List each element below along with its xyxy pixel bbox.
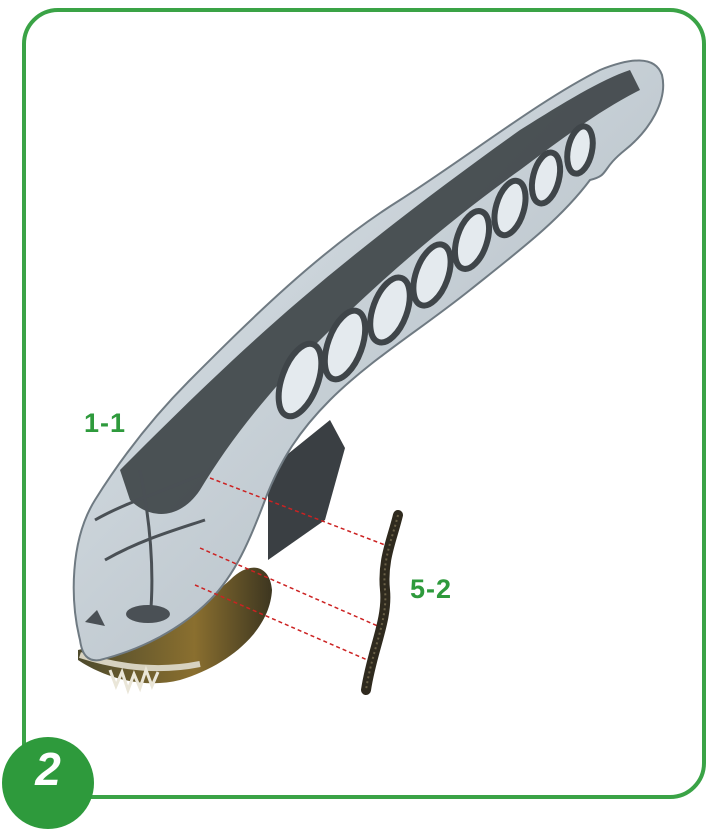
- tail-piece: [366, 515, 398, 690]
- step-number: 2: [28, 742, 68, 796]
- part-label-body: 1-1: [84, 408, 126, 439]
- part-label-tail: 5-2: [410, 574, 452, 605]
- model-illustration: [0, 0, 716, 801]
- head-eye: [126, 605, 170, 623]
